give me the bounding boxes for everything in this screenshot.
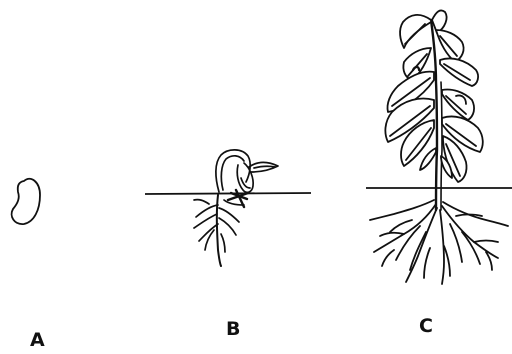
stage-label-b: B	[226, 320, 240, 339]
bean-seed-illustration	[12, 179, 40, 224]
mature-plant-illustration	[370, 10, 508, 284]
germinating-seedling-illustration	[194, 150, 278, 266]
stage-label-c: C	[419, 317, 433, 336]
soil-line-b	[145, 193, 311, 194]
stage-label-a: A	[30, 331, 45, 350]
